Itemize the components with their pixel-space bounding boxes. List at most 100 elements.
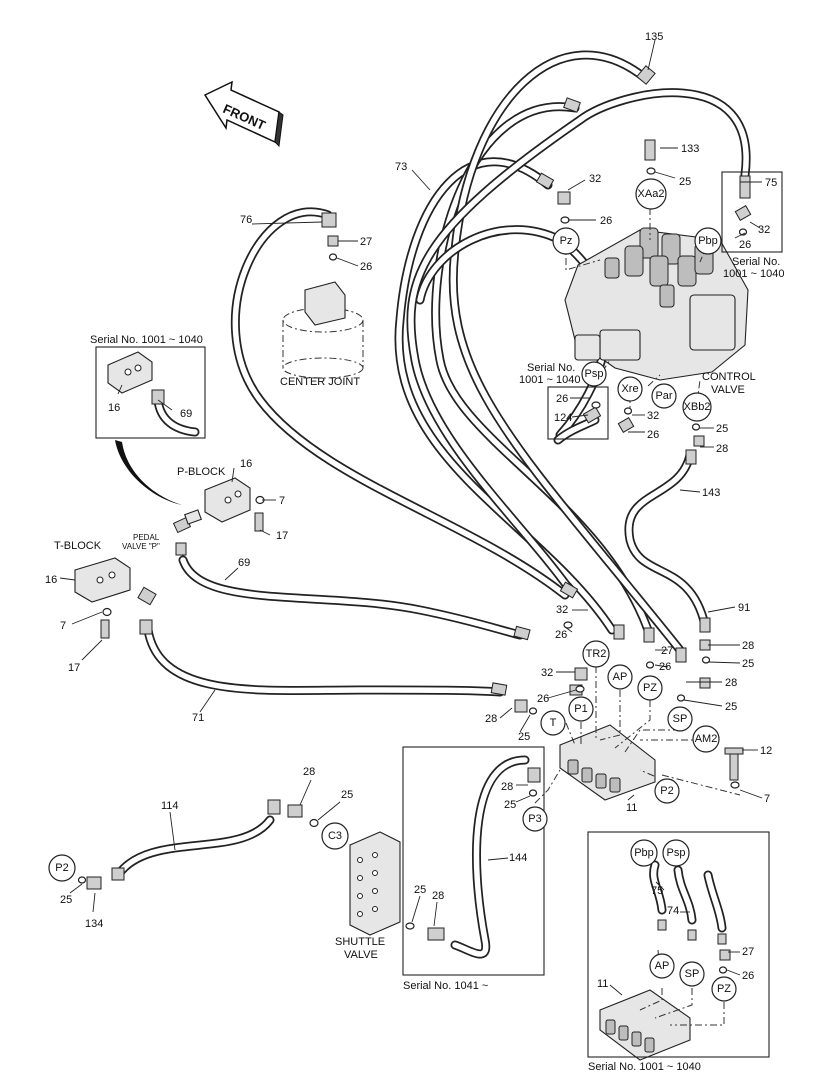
svg-text:25: 25 xyxy=(414,884,426,896)
svg-text:12: 12 xyxy=(760,745,772,757)
p-block-label: P-BLOCK xyxy=(177,466,226,478)
port-sp: SP xyxy=(667,706,693,732)
svg-text:7: 7 xyxy=(60,620,66,632)
svg-text:25: 25 xyxy=(504,799,516,811)
svg-text:69: 69 xyxy=(180,408,192,420)
control-valve-label-1: CONTROL xyxy=(702,371,756,383)
port-pbp: Pbp xyxy=(694,227,722,255)
port-p1: P1 xyxy=(568,696,594,722)
svg-text:135: 135 xyxy=(645,31,663,43)
port-ap: AP xyxy=(607,664,633,690)
port-am2: AM2 xyxy=(692,725,720,753)
svg-text:28: 28 xyxy=(742,640,754,652)
hose-76 xyxy=(230,207,570,600)
p-block xyxy=(184,477,264,532)
svg-text:7: 7 xyxy=(279,495,285,507)
inset-box-left xyxy=(95,346,206,439)
port-pz: Pz xyxy=(552,227,580,255)
svg-text:7: 7 xyxy=(764,793,770,805)
inset-box-bottom xyxy=(587,831,770,1058)
svg-text:17: 17 xyxy=(276,530,288,542)
t-block xyxy=(74,557,131,639)
serial-left-box: Serial No. 1001 ~ 1040 xyxy=(90,334,203,346)
svg-text:91: 91 xyxy=(738,602,750,614)
svg-text:P3: P3 xyxy=(528,813,541,825)
svg-text:69: 69 xyxy=(238,557,250,569)
svg-text:26: 26 xyxy=(555,629,567,641)
port-p2: P2 xyxy=(654,778,680,804)
svg-text:26: 26 xyxy=(600,215,612,227)
svg-text:T: T xyxy=(550,717,557,729)
svg-text:17: 17 xyxy=(68,662,80,674)
svg-text:25: 25 xyxy=(742,658,754,670)
hose-69 xyxy=(178,555,525,640)
svg-text:28: 28 xyxy=(716,443,728,455)
svg-text:AM2: AM2 xyxy=(695,733,718,745)
svg-text:75: 75 xyxy=(651,885,663,897)
svg-text:25: 25 xyxy=(60,894,72,906)
svg-text:134: 134 xyxy=(85,918,103,930)
svg-text:16: 16 xyxy=(108,402,120,414)
hose-fittings xyxy=(86,65,752,961)
port-psp-bottom: Psp xyxy=(662,839,690,867)
svg-text:11: 11 xyxy=(597,978,608,990)
pedal-valve-label-1: PEDAL xyxy=(133,533,160,542)
port-pbp-bottom: Pbp xyxy=(630,839,658,867)
svg-text:27: 27 xyxy=(661,645,673,657)
component-labels: CENTER JOINT CONTROL VALVE P-BLOCK T-BLO… xyxy=(54,371,756,961)
svg-text:26: 26 xyxy=(742,970,754,982)
port-psp: Psp xyxy=(581,361,607,387)
hose-143 xyxy=(624,450,710,630)
svg-text:75: 75 xyxy=(765,177,777,189)
svg-text:16: 16 xyxy=(45,574,57,586)
control-valve-label-2: VALVE xyxy=(711,384,745,396)
detail-arrow xyxy=(115,440,182,505)
port-xbb2: XBb2 xyxy=(682,392,712,422)
svg-text:XAa2: XAa2 xyxy=(638,188,665,200)
svg-text:AP: AP xyxy=(655,960,670,972)
svg-text:Psp: Psp xyxy=(667,847,686,859)
port-par: Par xyxy=(651,383,677,409)
svg-text:144: 144 xyxy=(509,852,527,864)
serial-mid-1: Serial No. xyxy=(527,362,575,374)
svg-text:PZ: PZ xyxy=(717,983,731,995)
svg-text:25: 25 xyxy=(341,789,353,801)
leader-lines xyxy=(59,39,763,996)
svg-text:28: 28 xyxy=(501,781,513,793)
hose-114 xyxy=(113,815,275,880)
svg-text:32: 32 xyxy=(589,173,601,185)
svg-text:26: 26 xyxy=(659,661,671,673)
svg-text:25: 25 xyxy=(518,731,530,743)
svg-text:26: 26 xyxy=(537,693,549,705)
hose-144 xyxy=(450,755,530,959)
serial-mid-2: 1001 ~ 1040 xyxy=(519,374,580,386)
svg-text:26: 26 xyxy=(556,393,568,405)
svg-text:27: 27 xyxy=(360,236,372,248)
inset-box-mid xyxy=(547,386,609,440)
svg-text:P2: P2 xyxy=(55,862,68,874)
manifold-bottom xyxy=(599,989,691,1061)
svg-text:25: 25 xyxy=(725,701,737,713)
svg-text:Par: Par xyxy=(655,390,672,402)
svg-text:Pbp: Pbp xyxy=(634,847,654,859)
port-ap-bottom: AP xyxy=(649,953,675,979)
port-pz-bottom: PZ xyxy=(711,976,737,1002)
svg-text:76: 76 xyxy=(240,214,252,226)
t-block-label: T-BLOCK xyxy=(54,540,102,552)
svg-text:SP: SP xyxy=(685,968,700,980)
svg-text:Psp: Psp xyxy=(585,368,604,380)
svg-text:Pbp: Pbp xyxy=(698,235,718,247)
pedal-valve-label-2: VALVE "P" xyxy=(122,542,160,551)
svg-text:32: 32 xyxy=(758,224,770,236)
svg-text:P1: P1 xyxy=(574,703,587,715)
svg-text:74: 74 xyxy=(667,905,679,917)
hoses-bottom-inset xyxy=(649,860,727,933)
svg-text:71: 71 xyxy=(192,712,204,724)
shuttle-valve-label-1: SHUTTLE xyxy=(335,936,385,948)
inset-box-right-top xyxy=(721,171,783,253)
svg-text:28: 28 xyxy=(303,766,315,778)
part-numbers: 135 133 25 73 32 26 75 32 26 76 27 26 16… xyxy=(45,31,777,990)
port-pz-2: PZ xyxy=(637,675,663,701)
serial-bottom-box: Serial No. 1001 ~ 1040 xyxy=(588,1061,701,1073)
